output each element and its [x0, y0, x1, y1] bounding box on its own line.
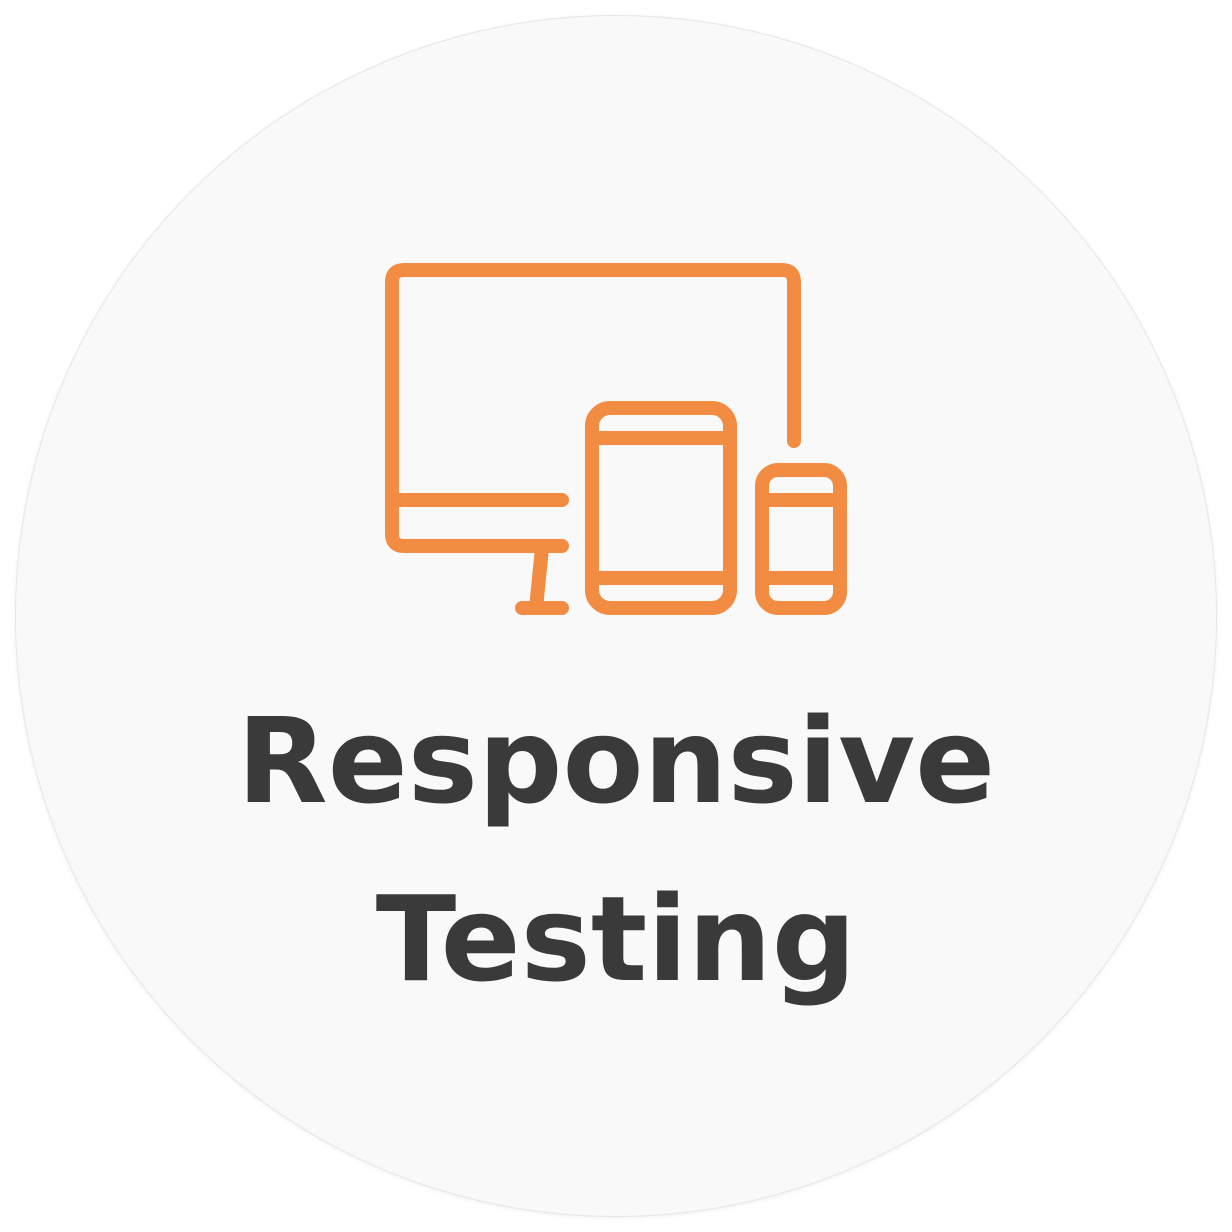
badge-title-line2: Testing [375, 870, 857, 1008]
monitor-icon [385, 263, 801, 615]
badge-circle [16, 16, 1216, 1216]
badge-title-line1: Responsive [236, 692, 996, 830]
responsive-devices-icon [380, 258, 852, 622]
tablet-icon [585, 401, 737, 615]
phone-icon [755, 463, 847, 615]
